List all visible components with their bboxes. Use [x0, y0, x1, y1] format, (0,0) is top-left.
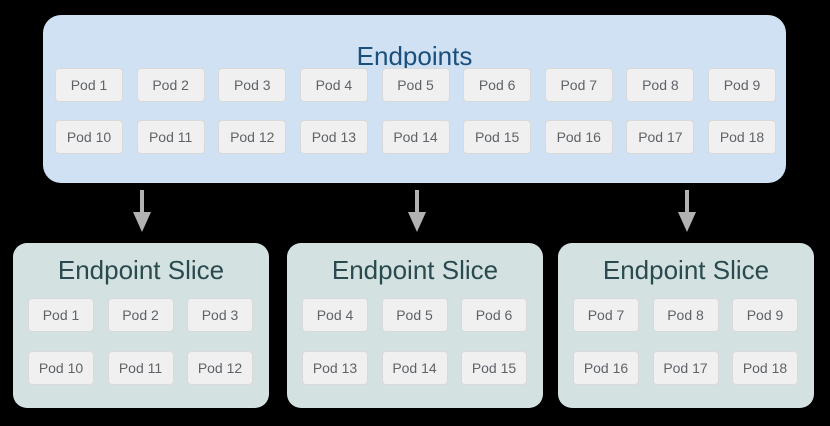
down-arrow-icon [133, 190, 151, 232]
pod-chip: Pod 7 [573, 298, 639, 332]
pod-chip: Pod 17 [652, 351, 719, 385]
pod-chip: Pod 12 [218, 120, 287, 154]
down-arrow-icon [408, 190, 426, 232]
pod-chip: Pod 3 [187, 298, 253, 332]
pod-chip: Pod 18 [708, 120, 776, 154]
pod-chip: Pod 14 [381, 120, 450, 154]
pod-chip: Pod 4 [302, 298, 368, 332]
pod-chip: Pod 15 [463, 120, 532, 154]
pod-chip: Pod 14 [381, 351, 448, 385]
endpoints-pod-row-1: Pod 1 Pod 2 Pod 3 Pod 4 Pod 5 Pod 6 Pod 7 Pod 8… [55, 68, 776, 102]
endpoints-pod-row-2: Pod 10 Pod 11 Pod 12 Pod 13 Pod 14 Pod 15 Pod … [55, 120, 776, 154]
pod-chip: Pod 16 [573, 351, 639, 385]
endpoint-slice-title: Endpoint Slice [331, 255, 499, 285]
endpoint-slice-title: Endpoint Slice [602, 255, 770, 285]
pod-chip: Pod 13 [299, 120, 368, 154]
pod-chip: Pod 1 [55, 68, 123, 102]
pod-chip: Pod 17 [626, 120, 695, 154]
arrow-stem [140, 190, 144, 213]
pod-chip: Pod 2 [107, 298, 174, 332]
pod-chip: Pod 8 [652, 298, 719, 332]
slice-pod-row-1: Pod 4 Pod 5 Pod 6 [302, 298, 527, 332]
slice-pod-row-1: Pod 1 Pod 2 Pod 3 [28, 298, 253, 332]
pod-chip: Pod 11 [136, 120, 205, 154]
arrow-stem [685, 190, 689, 213]
slice-pod-row-2: Pod 13 Pod 14 Pod 15 [302, 351, 527, 385]
pod-chip: Pod 5 [381, 68, 450, 102]
pod-chip: Pod 7 [544, 68, 613, 102]
arrow-head [133, 212, 151, 232]
endpoints-box: Endpoints Pod 1 Pod 2 Pod 3 Pod 4 Pod 5 Pod 6… [43, 15, 786, 183]
slice-pod-row-2: Pod 16 Pod 17 Pod 18 [573, 351, 798, 385]
pod-chip: Pod 3 [218, 68, 287, 102]
endpoints-title: Endpoints [356, 41, 473, 71]
arrow-head [408, 212, 426, 232]
pod-chip: Pod 8 [626, 68, 695, 102]
pod-chip: Pod 18 [732, 351, 798, 385]
pod-chip: Pod 13 [302, 351, 368, 385]
pod-chip: Pod 6 [461, 298, 527, 332]
endpoint-slice-title: Endpoint Slice [57, 255, 225, 285]
pod-chip: Pod 12 [187, 351, 253, 385]
slice-pod-row-2: Pod 10 Pod 11 Pod 12 [28, 351, 253, 385]
pod-chip: Pod 6 [463, 68, 532, 102]
pod-chip: Pod 5 [381, 298, 448, 332]
pod-chip: Pod 1 [28, 298, 94, 332]
pod-chip: Pod 4 [299, 68, 368, 102]
arrow-stem [415, 190, 419, 213]
pod-chip: Pod 15 [461, 351, 527, 385]
pod-chip: Pod 2 [136, 68, 205, 102]
pod-chip: Pod 9 [732, 298, 798, 332]
pod-chip: Pod 10 [28, 351, 94, 385]
pod-chip: Pod 9 [708, 68, 776, 102]
pod-chip: Pod 10 [55, 120, 123, 154]
pod-chip: Pod 11 [107, 351, 174, 385]
pod-chip: Pod 16 [544, 120, 613, 154]
slice-pod-row-1: Pod 7 Pod 8 Pod 9 [573, 298, 798, 332]
arrow-head [678, 212, 696, 232]
down-arrow-icon [678, 190, 696, 232]
